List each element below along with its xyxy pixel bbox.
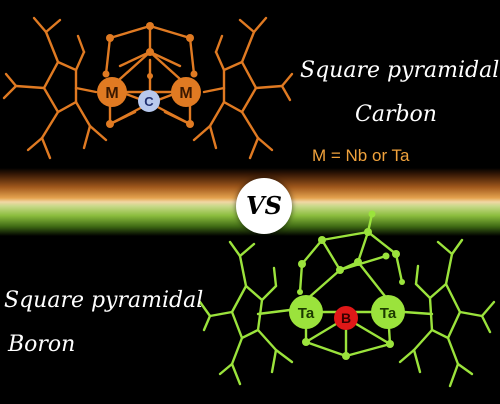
bottom-boron-label: B	[341, 310, 351, 326]
top-subtitle: M = Nb or Ta	[312, 146, 410, 165]
bottom-boron-atom	[334, 306, 358, 330]
vs-badge	[236, 178, 292, 234]
vs-label: VS	[246, 191, 282, 220]
top-metal-1-label: M	[105, 85, 118, 102]
bottom-metal-1-label: Ta	[298, 305, 315, 322]
top-metal-atom-1	[97, 77, 127, 107]
bottom-molecule	[198, 212, 496, 388]
top-molecule	[2, 16, 294, 160]
top-carbon-atom	[138, 90, 160, 112]
top-metal-atom-2	[171, 77, 201, 107]
bottom-molecule-atoms	[297, 210, 405, 360]
bottom-title-line2: Boron	[8, 332, 76, 357]
top-title-line2: Carbon	[355, 102, 437, 127]
bottom-metal-atom-2	[371, 295, 405, 329]
top-title-line1: Square pyramidal	[300, 58, 500, 83]
bottom-metal-atom-1	[289, 295, 323, 329]
bottom-title-line1: Square pyramidal	[4, 288, 204, 313]
bottom-metal-2-label: Ta	[380, 305, 397, 322]
top-metal-2-label: M	[179, 85, 192, 102]
top-carbon-label: C	[144, 94, 154, 109]
